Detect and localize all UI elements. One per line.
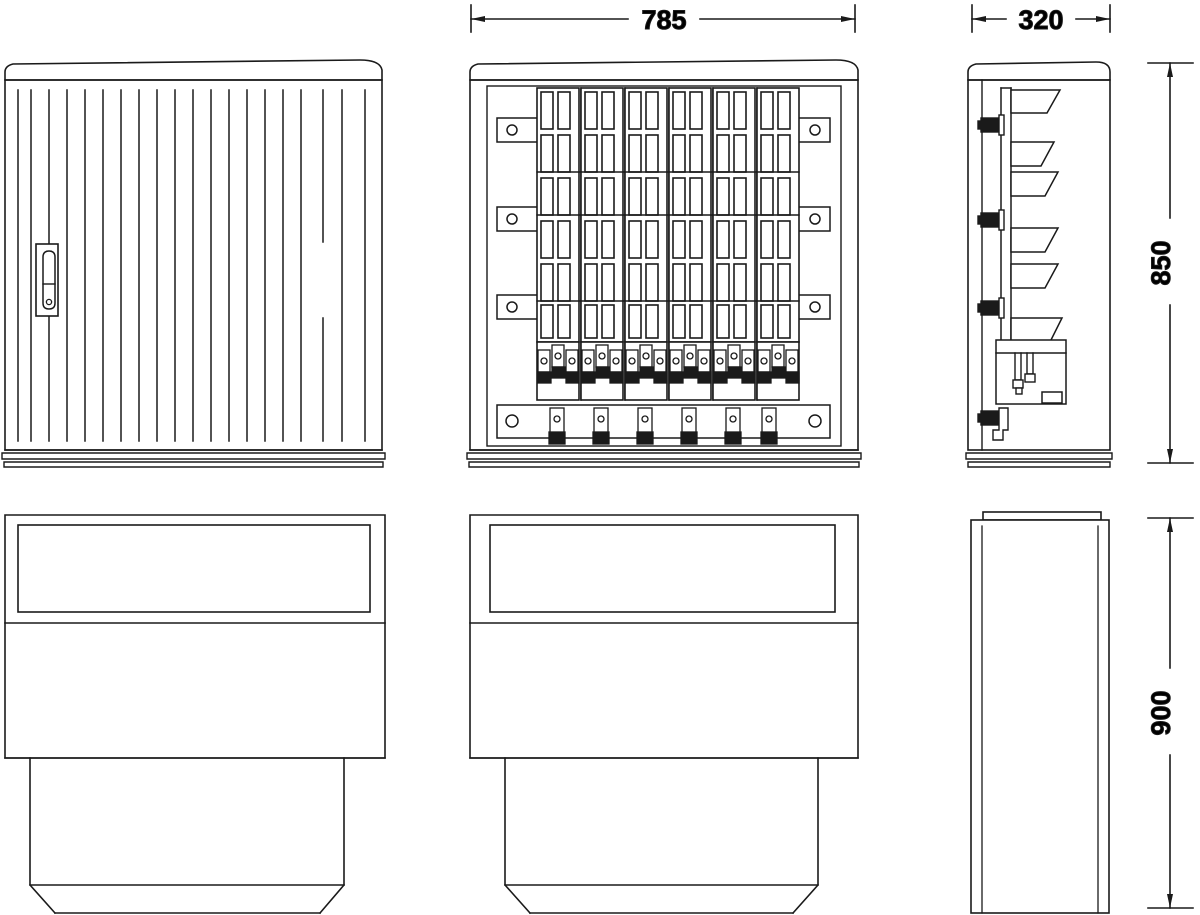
view-base-left (4, 514, 386, 915)
door-ribs (17, 89, 366, 442)
module-column (580, 87, 626, 401)
module-column (712, 87, 758, 401)
module-column (668, 87, 714, 401)
terminal (636, 407, 654, 445)
breaker-module-columns (536, 87, 800, 401)
door-lock-handle[interactable] (35, 243, 59, 317)
dimension-width-value: 785 (641, 5, 686, 35)
dimension-depth-320 (971, 4, 1111, 33)
view-front-closed (1, 59, 386, 468)
terminal (548, 407, 566, 445)
wall-mount-brackets (977, 114, 1009, 441)
view-base-middle (469, 514, 859, 915)
shelf-brackets (1010, 89, 1064, 343)
view-front-open (466, 59, 862, 468)
terminal (760, 407, 778, 445)
dimension-width-785 (470, 4, 856, 33)
module-column (536, 87, 582, 401)
bottom-terminal-rail (496, 404, 831, 445)
view-base-side (970, 511, 1110, 914)
module-column (624, 87, 670, 401)
terminal-enclosure (995, 339, 1067, 405)
module-column (756, 87, 800, 401)
dimension-depth-value: 320 (1018, 5, 1063, 35)
terminal (680, 407, 698, 445)
dimension-base-height-value: 900 (1146, 690, 1176, 735)
view-side (965, 61, 1113, 468)
dimension-height-value: 850 (1146, 240, 1176, 285)
dimension-base-height-900 (1147, 517, 1194, 909)
dimension-height-850 (1147, 62, 1194, 464)
terminal (592, 407, 610, 445)
terminal (724, 407, 742, 445)
